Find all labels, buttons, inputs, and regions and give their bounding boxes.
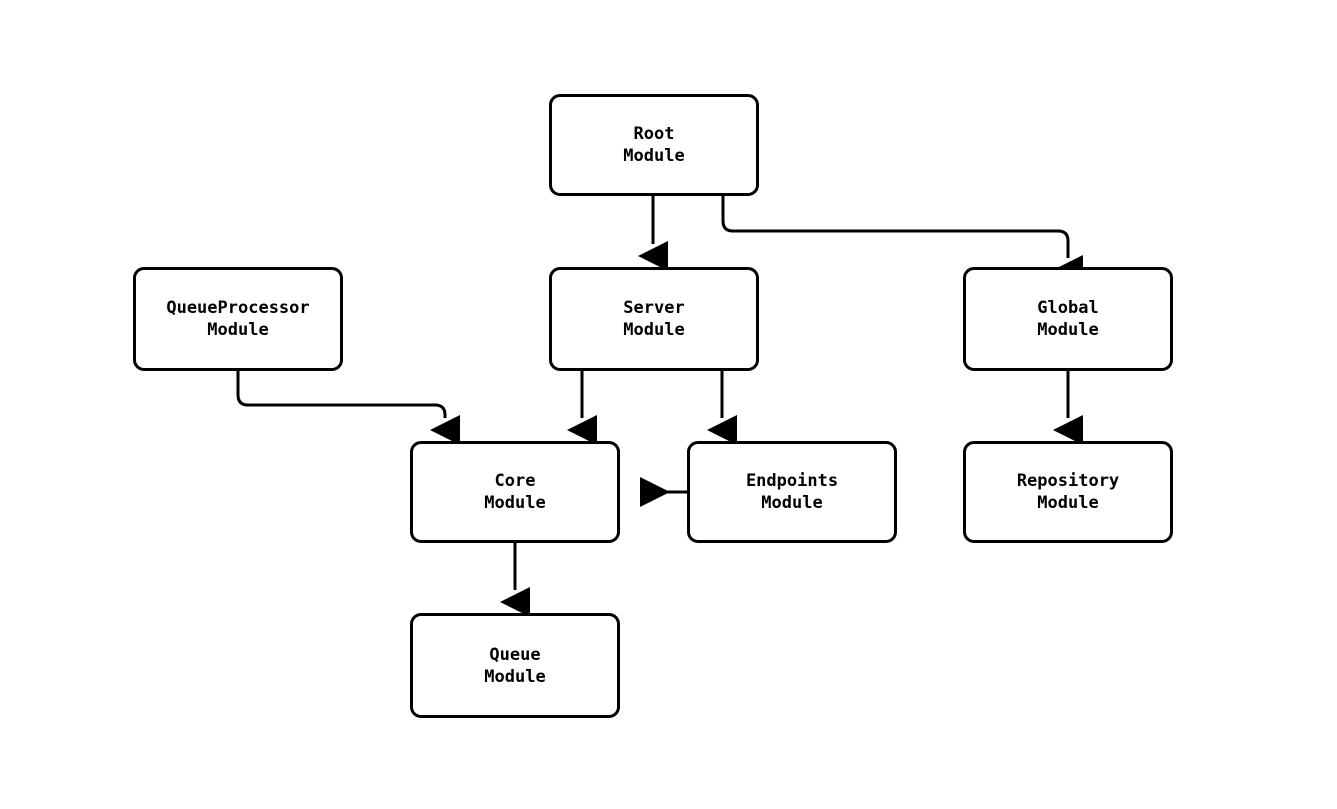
node-label-core: Core Module [484, 471, 546, 513]
node-server[interactable]: Server Module [549, 267, 759, 371]
node-label-repository: Repository Module [1016, 471, 1120, 513]
node-label-endpoints: Endpoints Module [745, 471, 839, 513]
node-label-queueprocessor: QueueProcessor Module [166, 298, 310, 340]
node-queue[interactable]: Queue Module [410, 613, 620, 718]
edge-queueprocessor-core [236, 371, 460, 445]
edge-root-global [721, 196, 1083, 285]
node-queueprocessor[interactable]: QueueProcessor Module [133, 267, 343, 371]
node-label-root: Root Module [623, 124, 685, 166]
node-global[interactable]: Global Module [963, 267, 1173, 371]
node-repository[interactable]: Repository Module [963, 441, 1173, 543]
node-label-server: Server Module [623, 298, 685, 340]
node-label-global: Global Module [1037, 298, 1099, 340]
node-core[interactable]: Core Module [410, 441, 620, 543]
node-label-queue: Queue Module [484, 644, 546, 687]
node-endpoints[interactable]: Endpoints Module [687, 441, 897, 543]
node-root[interactable]: Root Module [549, 94, 759, 196]
